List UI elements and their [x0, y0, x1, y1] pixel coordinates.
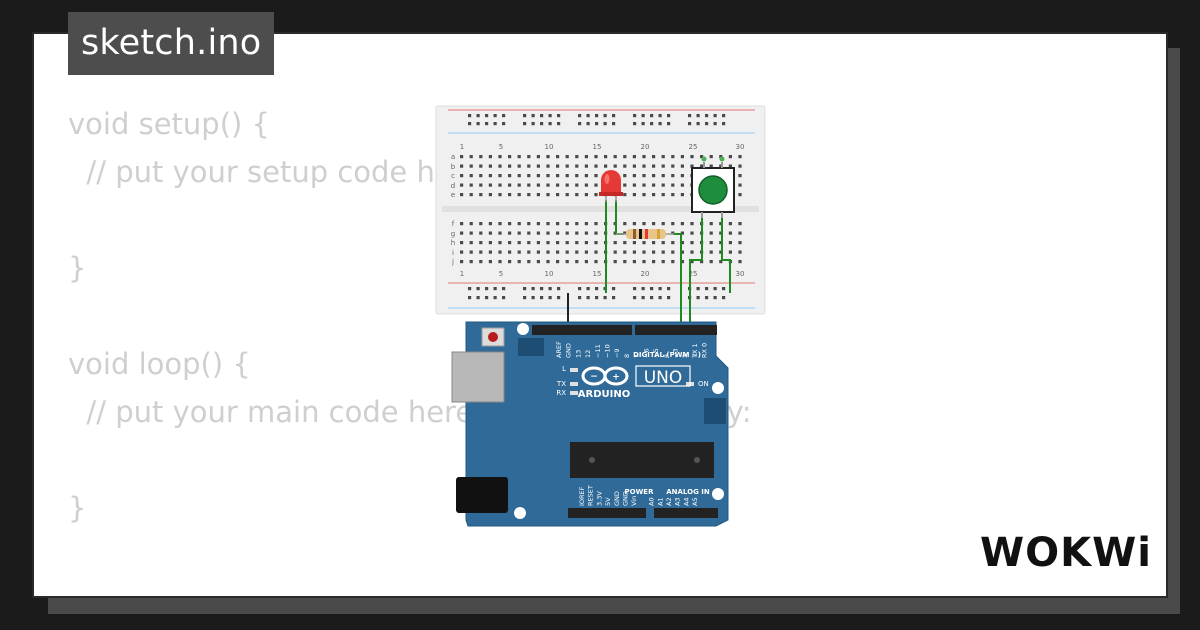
wokwi-logo[interactable]: WOKWi — [976, 526, 1151, 574]
svg-text:A1: A1 — [656, 497, 664, 506]
row-label: f — [452, 220, 455, 228]
code-line: } — [68, 251, 87, 285]
column-label: 1 — [460, 270, 464, 278]
wire-resistor-pin3 — [674, 233, 682, 330]
svg-text:GND: GND — [565, 343, 573, 358]
column-label: 30 — [736, 270, 745, 278]
row-label: i — [452, 249, 454, 257]
wire-button-pin2 — [689, 216, 703, 330]
power-header-label: POWER — [625, 488, 655, 496]
code-line: void loop() { — [68, 347, 251, 381]
svg-text:~5: ~5 — [652, 348, 660, 358]
wire-button-rail — [721, 216, 731, 293]
svg-text:A3: A3 — [674, 497, 682, 506]
column-label: 25 — [689, 143, 698, 151]
terminal-holes — [460, 155, 742, 264]
row-label: j — [451, 258, 454, 266]
column-label: 30 — [736, 143, 745, 151]
file-tab[interactable]: sketch.ino — [68, 12, 275, 75]
arduino-uno-board: L TX RX ON − + UNO ARDUINO DIGITAL (PWM … — [451, 321, 729, 527]
row-label: a — [451, 153, 455, 161]
svg-text:A5: A5 — [691, 497, 699, 506]
circuit-diagram: 1 5 10 15 20 25 30 1 5 10 15 20 25 30 a … — [435, 105, 766, 527]
breadboard: 1 5 10 15 20 25 30 1 5 10 15 20 25 30 a … — [435, 105, 766, 315]
brand-label: ARDUINO — [578, 389, 630, 400]
logo-text: WOKWi — [980, 530, 1151, 574]
code-line: } — [68, 491, 87, 525]
svg-text:+: + — [612, 373, 620, 383]
svg-text:~6: ~6 — [642, 348, 650, 358]
svg-text:RX 0: RX 0 — [701, 343, 709, 358]
row-label: d — [451, 182, 455, 190]
usb-port — [451, 351, 505, 403]
led-label-rx: RX — [556, 389, 566, 397]
red-led[interactable] — [599, 170, 623, 202]
row-label: c — [451, 172, 455, 180]
power-header — [568, 508, 646, 518]
resistor[interactable] — [616, 229, 674, 239]
analog-header — [654, 508, 718, 518]
svg-text:3.3V: 3.3V — [595, 491, 603, 506]
svg-text:~10: ~10 — [604, 344, 612, 358]
svg-text:~11: ~11 — [594, 344, 602, 358]
svg-text:GND: GND — [613, 491, 621, 506]
svg-text:IOREF: IOREF — [578, 486, 586, 506]
svg-text:~9: ~9 — [613, 348, 621, 358]
column-label: 5 — [499, 270, 503, 278]
column-label: 20 — [641, 270, 650, 278]
svg-text:TX 1: TX 1 — [691, 343, 699, 359]
power-jack — [456, 477, 508, 513]
column-label: 25 — [689, 270, 698, 278]
code-line: void setup() { — [68, 107, 270, 141]
svg-text:Vin: Vin — [630, 496, 638, 506]
svg-text:5V: 5V — [604, 497, 612, 506]
column-label: 15 — [593, 143, 602, 151]
svg-text:13: 13 — [574, 350, 582, 358]
svg-text:RESET: RESET — [587, 485, 595, 506]
column-label: 5 — [499, 143, 503, 151]
svg-text:A2: A2 — [665, 497, 673, 506]
column-label: 10 — [545, 270, 554, 278]
svg-text:2: 2 — [681, 354, 689, 358]
column-label: 10 — [545, 143, 554, 151]
row-label: h — [451, 239, 455, 247]
reset-button-knob[interactable] — [488, 332, 498, 342]
digital-header-right — [635, 325, 717, 335]
column-label: 20 — [641, 143, 650, 151]
row-label: b — [451, 163, 456, 171]
svg-text:A0: A0 — [648, 497, 656, 506]
digital-header-left — [532, 325, 632, 335]
svg-text:−: − — [590, 372, 598, 382]
svg-text:4: 4 — [662, 354, 670, 358]
led-label-tx: TX — [556, 380, 566, 388]
board-name: UNO — [644, 368, 683, 388]
led-label-l: L — [562, 365, 566, 373]
row-label: e — [451, 191, 455, 199]
svg-text:A4: A4 — [682, 497, 690, 506]
svg-text:AREF: AREF — [555, 341, 563, 358]
row-label: g — [451, 230, 455, 238]
led-label-on: ON — [698, 380, 709, 388]
svg-text:8: 8 — [623, 354, 631, 358]
wires — [605, 200, 731, 330]
svg-text:7: 7 — [633, 354, 641, 358]
svg-text:GND: GND — [622, 491, 630, 506]
digital-header-label: DIGITAL (PWM ~) — [633, 351, 701, 359]
arduino-infinity-logo: − + — [581, 366, 629, 386]
analog-header-label: ANALOG IN — [666, 488, 710, 496]
column-label: 1 — [460, 143, 464, 151]
svg-text:12: 12 — [584, 350, 592, 358]
column-label: 15 — [593, 270, 602, 278]
svg-text:~3: ~3 — [671, 348, 679, 358]
pushbutton[interactable] — [691, 156, 735, 219]
